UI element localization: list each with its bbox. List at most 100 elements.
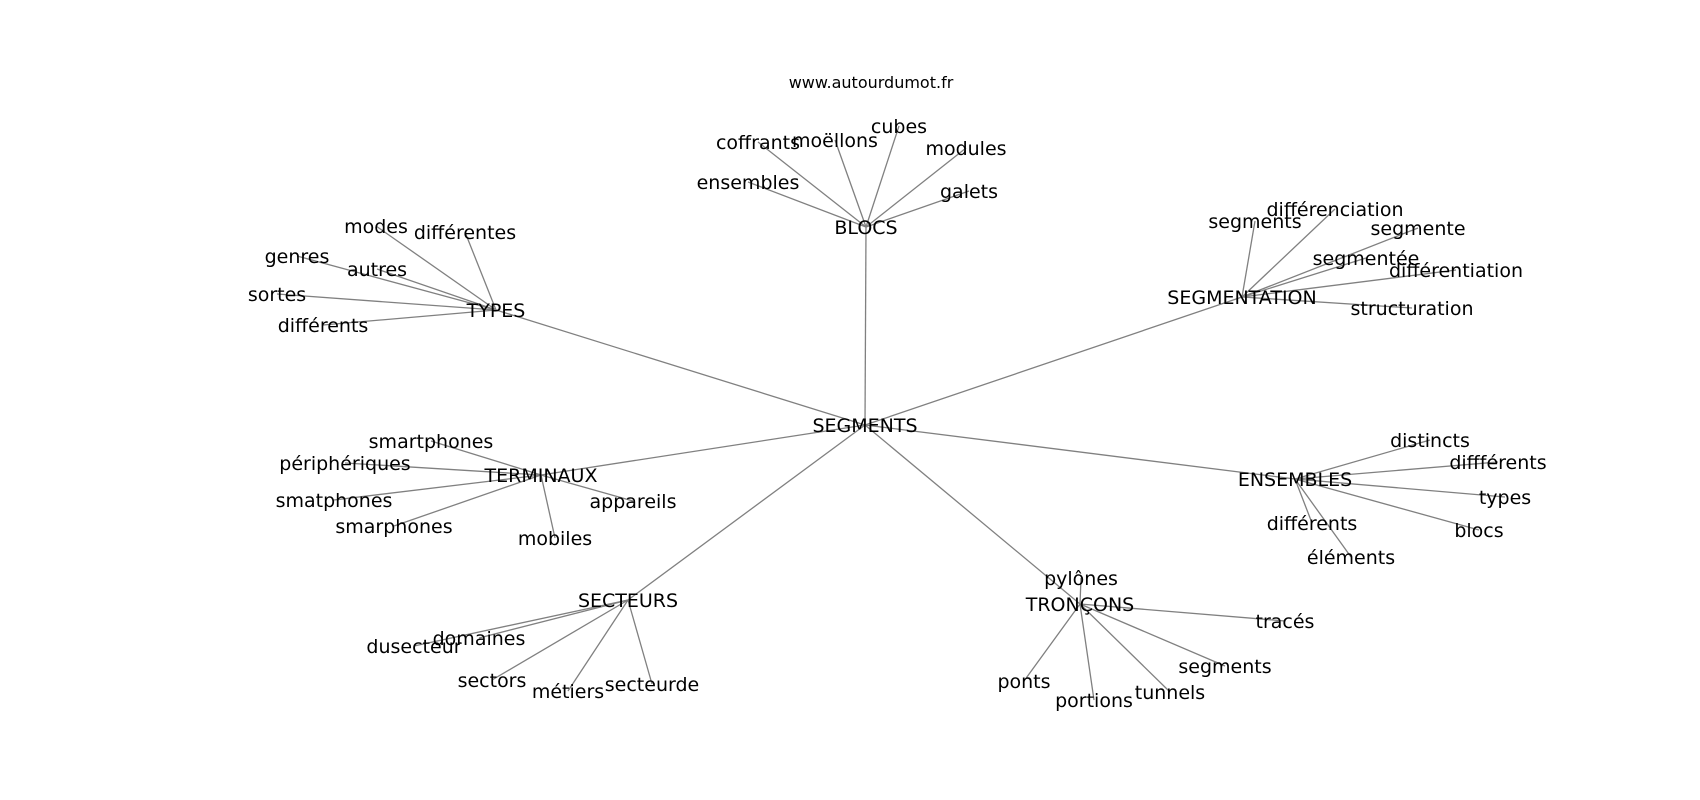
edge-terminaux-word-5 [540, 474, 556, 539]
edge-secteurs-word-1 [478, 599, 629, 639]
word-node-troncons: ponts [997, 671, 1050, 693]
word-node-ensembles: types [1479, 487, 1531, 509]
edge-root-terminaux [540, 424, 866, 476]
edge-troncons-word-1 [1079, 603, 1286, 622]
edge-root-segmentation [864, 296, 1243, 426]
edge-secteurs-word-4 [627, 599, 653, 685]
edge-blocs-word-1 [834, 139, 867, 228]
group-node-segmentation: SEGMENTATION [1167, 287, 1316, 309]
word-node-types: genres [265, 246, 330, 268]
edge-segmentation-word-2 [1241, 227, 1419, 298]
word-node-ensembles: diffférents [1449, 452, 1546, 474]
edge-root-types [495, 309, 866, 426]
word-node-secteurs: dusecteur [366, 636, 461, 658]
word-node-secteurs: métiers [532, 681, 604, 703]
word-node-troncons: tunnels [1135, 682, 1205, 704]
edge-secteurs-word-3 [567, 599, 629, 692]
edge-types-word-4 [276, 293, 497, 311]
word-node-troncons: portions [1055, 690, 1133, 712]
root-node-label: SEGMENTS [812, 415, 917, 437]
edge-segmentation-word-3 [1241, 257, 1367, 298]
word-node-types: modes [344, 216, 408, 238]
word-node-blocs: coffrants [716, 132, 800, 154]
edge-terminaux-word-0 [430, 440, 542, 476]
word-node-blocs: cubes [871, 116, 927, 138]
group-node-troncons: TRONÇONS [1025, 594, 1134, 616]
word-node-types: autres [347, 259, 407, 281]
word-node-types: différentes [414, 222, 516, 244]
edge-troncons-word-4 [1079, 603, 1095, 701]
word-node-blocs: ensembles [697, 172, 800, 194]
edge-blocs-word-5 [747, 181, 867, 228]
edge-secteurs-word-0 [413, 599, 629, 647]
edge-ensembles-word-2 [1294, 478, 1506, 498]
edge-terminaux-word-4 [540, 474, 634, 502]
graph-edges [276, 125, 1506, 701]
word-node-segmentation: différenciation [1266, 199, 1403, 221]
edge-troncons-word-2 [1079, 603, 1226, 667]
word-node-troncons: segments [1178, 656, 1271, 678]
word-node-terminaux: smatphones [276, 490, 393, 512]
group-node-ensembles: ENSEMBLES [1238, 469, 1352, 491]
word-node-segmentation: structuration [1351, 298, 1474, 320]
edge-blocs-word-4 [865, 190, 970, 228]
word-node-secteurs: domaines [433, 628, 526, 650]
edge-segmentation-word-1 [1241, 208, 1336, 298]
group-node-secteurs: SECTEURS [578, 590, 678, 612]
word-node-troncons: pylônes [1044, 568, 1118, 590]
word-node-terminaux: mobiles [518, 528, 592, 550]
group-node-terminaux: TERMINAUX [484, 465, 598, 487]
edge-terminaux-word-1 [344, 462, 542, 476]
edge-types-word-0 [375, 225, 497, 311]
word-node-terminaux: périphériques [279, 453, 410, 475]
edge-terminaux-word-2 [333, 474, 542, 501]
word-node-ensembles: distincts [1390, 430, 1470, 452]
edge-secteurs-word-2 [491, 599, 629, 681]
edge-ensembles-word-5 [1294, 478, 1352, 558]
edge-root-blocs [864, 226, 867, 426]
edge-types-word-5 [322, 309, 497, 326]
word-node-ensembles: blocs [1454, 520, 1503, 542]
word-node-types: différents [278, 315, 369, 337]
word-node-segmentation: différentiation [1389, 260, 1523, 282]
edge-troncons-word-0 [1079, 577, 1082, 605]
word-node-ensembles: différents [1267, 513, 1358, 535]
word-node-blocs: modules [925, 138, 1006, 160]
edge-troncons-word-3 [1023, 603, 1081, 682]
edge-ensembles-word-0 [1294, 439, 1431, 480]
word-node-ensembles: éléments [1307, 547, 1395, 569]
edge-ensembles-word-1 [1294, 461, 1499, 480]
site-watermark: www.autourdumot.fr [789, 73, 954, 92]
edge-blocs-word-3 [865, 147, 967, 228]
group-node-blocs: BLOCS [834, 217, 897, 239]
word-node-segmentation: segmentée [1313, 248, 1420, 270]
word-node-segmentation: segments [1208, 211, 1301, 233]
edge-troncons-word-5 [1079, 603, 1171, 693]
word-node-secteurs: secteurde [605, 674, 699, 696]
word-node-types: sortes [248, 284, 306, 306]
edge-root-troncons [864, 424, 1081, 605]
edge-types-word-2 [296, 255, 497, 311]
word-node-blocs: moëllons [792, 130, 878, 152]
edge-ensembles-word-3 [1294, 478, 1480, 531]
word-node-terminaux: appareils [590, 491, 677, 513]
edge-root-secteurs [627, 424, 866, 601]
word-node-troncons: tracés [1256, 611, 1315, 633]
word-node-blocs: galets [940, 181, 998, 203]
edge-blocs-word-2 [865, 125, 900, 228]
word-node-secteurs: sectors [458, 670, 527, 692]
edge-root-ensembles [864, 424, 1296, 480]
word-node-terminaux: smarphones [335, 516, 452, 538]
edge-ensembles-word-4 [1294, 478, 1313, 524]
edge-segmentation-word-5 [1241, 296, 1413, 309]
edge-terminaux-word-3 [393, 474, 542, 527]
edge-segmentation-word-0 [1241, 220, 1256, 298]
edge-segmentation-word-4 [1241, 269, 1457, 298]
edge-blocs-word-0 [757, 141, 867, 228]
group-node-types: TYPES [466, 300, 526, 322]
edge-types-word-3 [376, 268, 497, 311]
edge-types-word-1 [464, 231, 497, 311]
word-node-segmentation: segmente [1370, 218, 1465, 240]
graph-labels: www.autourdumot.fr SEGMENTS BLOCS coffrant… [248, 73, 1547, 712]
